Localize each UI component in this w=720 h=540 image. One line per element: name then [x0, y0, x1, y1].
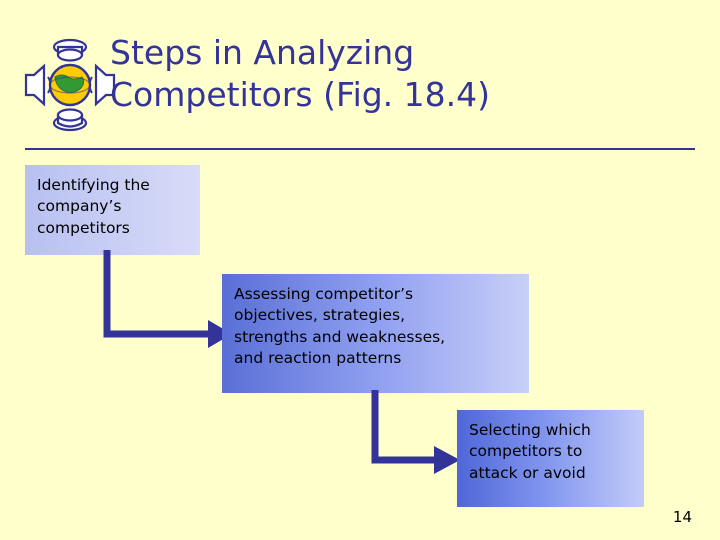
box2-line-2: objectives, strategies,: [234, 306, 406, 325]
connector-box1-to-box2: [100, 250, 240, 364]
page-title: Steps in Analyzing Competitors (Fig. 18.…: [110, 32, 670, 116]
box3-line-1: Selecting which: [469, 421, 591, 439]
box3-line-2: competitors to: [469, 442, 583, 461]
page-title-line-2: Competitors (Fig. 18.4): [110, 75, 491, 115]
assessing-competitors-box: Assessing competitor’s objectives, strat…: [222, 274, 529, 393]
box2-line-4: and reaction patterns: [234, 349, 402, 368]
box1-line-2: company’s: [37, 197, 122, 216]
header-divider: [25, 148, 695, 150]
identifying-competitors-box: Identifying the company’s competitors: [25, 165, 200, 255]
page-title-line-1: Steps in Analyzing: [110, 33, 415, 72]
connector-box2-to-box3: [368, 390, 488, 494]
globe-speaker-icon: [22, 35, 118, 135]
box2-line-1: Assessing competitor’s: [234, 285, 414, 303]
box3-line-3: attack or avoid: [469, 463, 586, 482]
box1-line-3: competitors: [37, 218, 130, 237]
box1-line-1: Identifying the: [37, 176, 150, 194]
box2-line-3: strengths and weaknesses,: [234, 327, 446, 346]
page-number: 14: [672, 508, 692, 526]
selecting-competitors-box: Selecting which competitors to attack or…: [457, 410, 644, 507]
